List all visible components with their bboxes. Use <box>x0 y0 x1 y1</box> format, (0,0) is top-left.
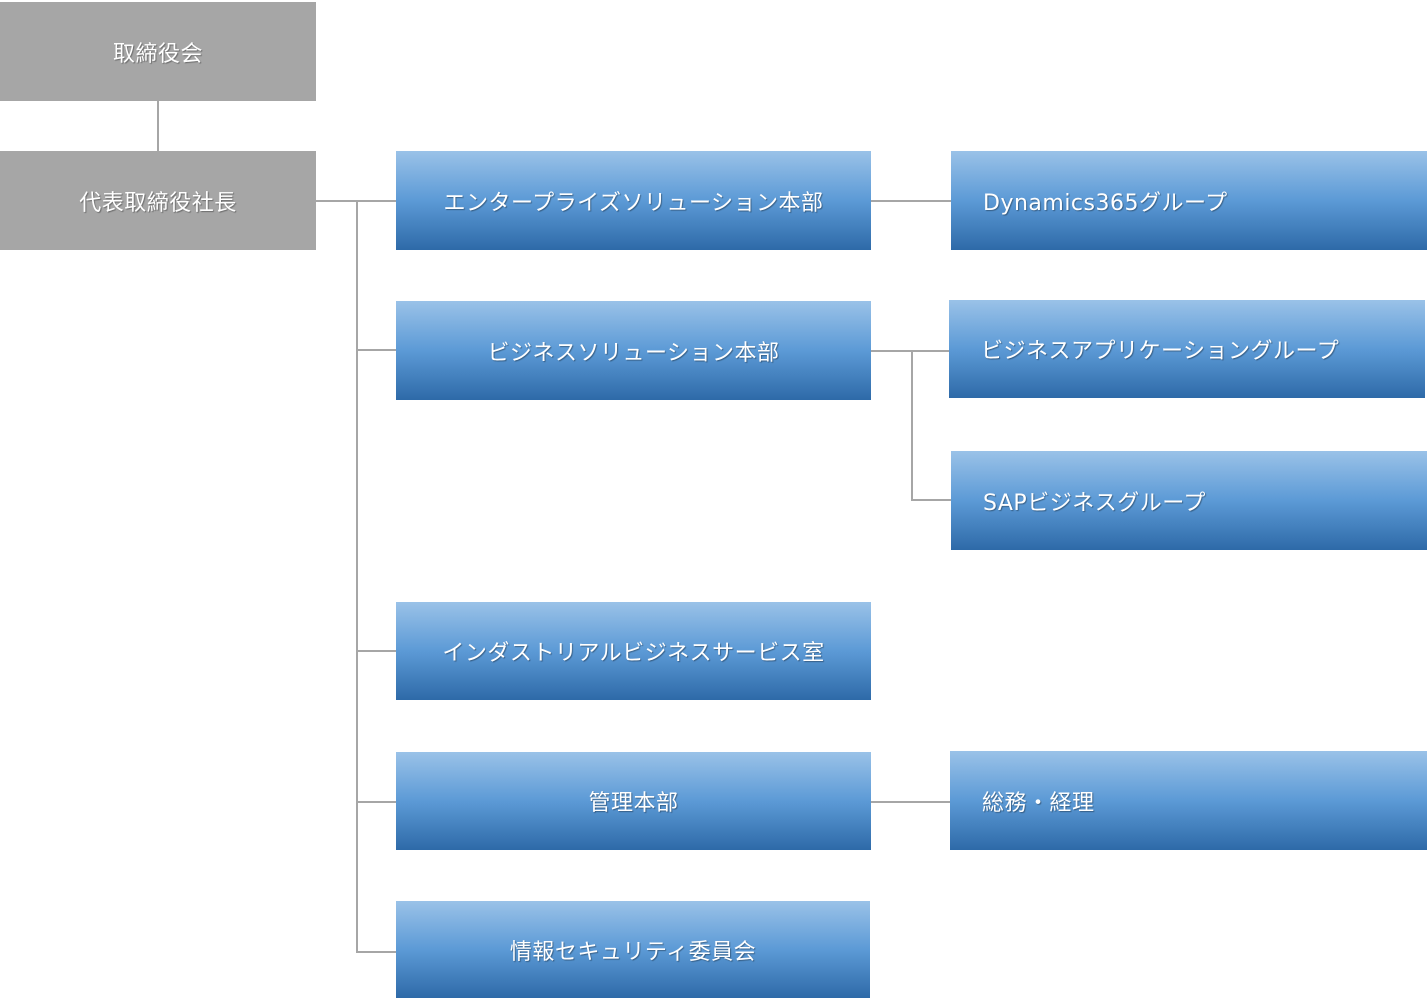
connector-trunk-division-4 <box>356 801 396 803</box>
connector-board-president <box>157 101 159 151</box>
connector-trunk-division-5 <box>356 951 396 953</box>
connector-trunk-division-2 <box>356 349 396 351</box>
division-label: 情報セキュリティ委員会 <box>509 939 757 965</box>
division-box-business-solutions: ビジネスソリューション本部 <box>396 301 871 400</box>
division-label: 管理本部 <box>588 791 679 816</box>
connector-trunk-division-3 <box>356 650 396 652</box>
president-box: 代表取締役社長 <box>0 151 316 250</box>
division-label: エンタープライズソリューション本部 <box>443 190 824 216</box>
connector-group-trunk-division-2 <box>911 350 913 501</box>
group-box-general-affairs-accounting: 総務・経理 <box>950 751 1427 850</box>
connector-division-4-group-4 <box>871 801 951 803</box>
group-box-business-applications: ビジネスアプリケーショングループ <box>949 300 1425 398</box>
group-label: SAPビジネスグループ <box>983 490 1206 516</box>
board-label: 取締役会 <box>112 41 203 67</box>
group-label: Dynamics365グループ <box>983 190 1228 216</box>
group-label: 総務・経理 <box>982 790 1095 816</box>
division-label: ビジネスソリューション本部 <box>487 340 780 366</box>
division-box-administration: 管理本部 <box>396 752 871 850</box>
connector-division-1-group-1 <box>871 200 951 202</box>
group-box-sap-business: SAPビジネスグループ <box>951 451 1427 550</box>
board-box: 取締役会 <box>0 2 316 101</box>
division-box-info-security-committee: 情報セキュリティ委員会 <box>396 901 870 998</box>
connector-division-trunk <box>356 200 358 952</box>
division-label: インダストリアルビジネスサービス室 <box>442 641 825 666</box>
connector-division-2-group-3 <box>911 499 951 501</box>
president-label: 代表取締役社長 <box>79 190 237 216</box>
group-label: ビジネスアプリケーショングループ <box>981 339 1340 364</box>
division-box-enterprise-solutions: エンタープライズソリューション本部 <box>396 151 871 250</box>
division-box-industrial-business-services: インダストリアルビジネスサービス室 <box>396 602 871 700</box>
group-box-dynamics365: Dynamics365グループ <box>951 151 1427 250</box>
